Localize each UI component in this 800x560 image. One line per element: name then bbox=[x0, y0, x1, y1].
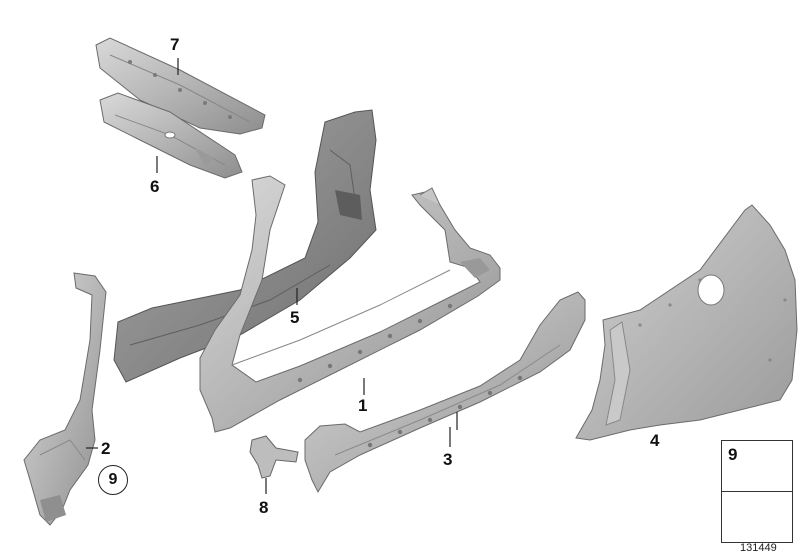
legend-box: 9 bbox=[721, 440, 793, 543]
part-4-rear-side-panel[interactable] bbox=[575, 204, 798, 441]
callout-1[interactable]: 1 bbox=[358, 396, 368, 415]
part-8-bracket[interactable] bbox=[249, 435, 299, 479]
callout-5[interactable]: 5 bbox=[290, 308, 300, 327]
reference-number: 131449 bbox=[740, 542, 777, 554]
callout-3[interactable]: 3 bbox=[443, 450, 453, 469]
callout-9-circled[interactable]: 9 bbox=[98, 465, 128, 495]
legend-number: 9 bbox=[728, 445, 738, 464]
part-5-inner-side-panel[interactable] bbox=[113, 109, 377, 383]
callout-2[interactable]: 2 bbox=[101, 439, 111, 458]
part-1-outer-side-frame[interactable] bbox=[199, 175, 501, 433]
callout-8[interactable]: 8 bbox=[259, 498, 269, 517]
legend-cell-arrow bbox=[722, 492, 792, 542]
part-2-pillar-reinforcement[interactable] bbox=[23, 272, 107, 526]
legend-cell-plug: 9 bbox=[722, 441, 792, 492]
callout-4[interactable]: 4 bbox=[650, 431, 660, 450]
callout-7[interactable]: 7 bbox=[170, 35, 180, 54]
part-7-roof-frame-upper[interactable] bbox=[95, 37, 266, 135]
part-6-roof-frame-lower[interactable] bbox=[99, 92, 243, 179]
leader-lines bbox=[86, 58, 458, 494]
part-3-sill-reinforcement[interactable] bbox=[304, 291, 586, 494]
callout-6[interactable]: 6 bbox=[150, 177, 160, 196]
